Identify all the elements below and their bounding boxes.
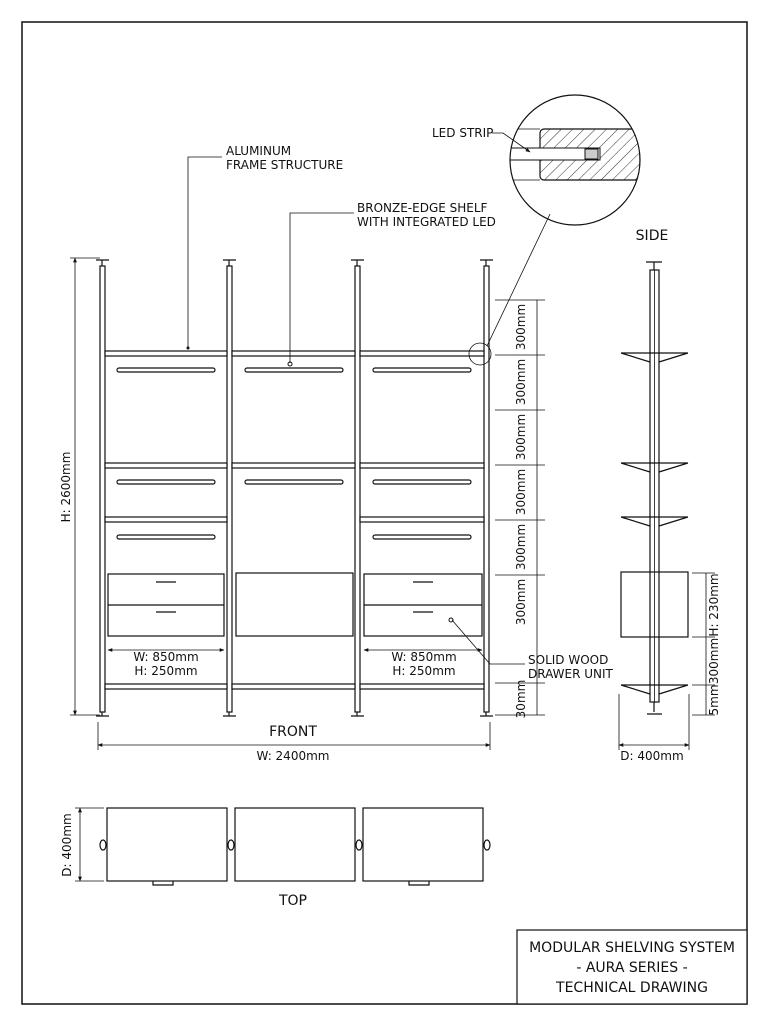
side-drawer-height-label: H: 230mm	[707, 573, 721, 636]
spacing-label: 300mm	[514, 304, 528, 350]
side-depth-label: D: 400mm	[620, 749, 683, 763]
drawer-units	[107, 572, 483, 637]
drawer-width-label: W: 850mm	[391, 650, 456, 664]
led-strip-label: LED STRIP	[432, 126, 493, 140]
top-depth-label: D: 400mm	[60, 813, 74, 876]
drawing-border	[21, 21, 748, 1005]
led-detail: LED STRIP	[432, 94, 641, 226]
drawer-height-label: H: 250mm	[392, 664, 455, 678]
posts	[96, 259, 493, 717]
front-view-label: FRONT	[269, 724, 317, 740]
shelves	[104, 350, 485, 690]
solid-wood-label: SOLID WOOD	[528, 653, 608, 667]
spacing-label: 300mm	[514, 359, 528, 405]
drawer-height-label: H: 250mm	[134, 664, 197, 678]
spacing-dimensions: 300mm 300mm 300mm 300mm 300mm 300mm 30mm	[495, 299, 545, 719]
drawer-dimensions: W: 850mm H: 250mm W: 850mm H: 250mm	[107, 648, 483, 678]
title-line: - AURA SERIES -	[576, 960, 687, 976]
total-height-label: H: 2600mm	[59, 452, 73, 523]
aluminum-label: FRAME STRUCTURE	[226, 158, 343, 172]
height-dimension: H: 2600mm	[59, 257, 100, 716]
front-view: H: 2600mm 300mm 300mm 300mm 300mm 300mm …	[59, 144, 614, 763]
title-block: MODULAR SHELVING SYSTEM - AURA SERIES - …	[516, 929, 748, 1005]
top-view: D: 400mm TOP	[60, 807, 491, 909]
bronze-shelf-label: WITH INTEGRATED LED	[357, 215, 496, 229]
aluminum-label: ALUMINUM	[226, 144, 291, 158]
drawer-width-label: W: 850mm	[133, 650, 198, 664]
side-spacing-label: 300mm	[707, 638, 721, 684]
spacing-label: 300mm	[514, 469, 528, 515]
side-bottom-label: 5mm	[707, 684, 721, 715]
width-dimension: W: 2400mm	[97, 722, 491, 763]
spacing-label: 300mm	[514, 579, 528, 625]
title-line: MODULAR SHELVING SYSTEM	[529, 940, 735, 956]
spacing-label: 300mm	[514, 524, 528, 570]
total-width-label: W: 2400mm	[257, 749, 330, 763]
brackets	[620, 352, 689, 695]
solid-wood-label: DRAWER UNIT	[528, 667, 614, 681]
top-view-label: TOP	[278, 893, 307, 909]
side-view-label: SIDE	[636, 228, 669, 244]
callouts: ALUMINUM FRAME STRUCTURE BRONZE-EDGE SHE…	[186, 144, 614, 681]
side-view: SIDE H: 230mm 300mm 5mm D: 400mm	[618, 228, 721, 763]
bronze-shelf-label: BRONZE-EDGE SHELF	[357, 201, 488, 215]
spacing-label: 30mm	[514, 680, 528, 719]
title-line: TECHNICAL DRAWING	[555, 980, 708, 996]
led-bars	[116, 367, 472, 540]
spacing-label: 300mm	[514, 414, 528, 460]
